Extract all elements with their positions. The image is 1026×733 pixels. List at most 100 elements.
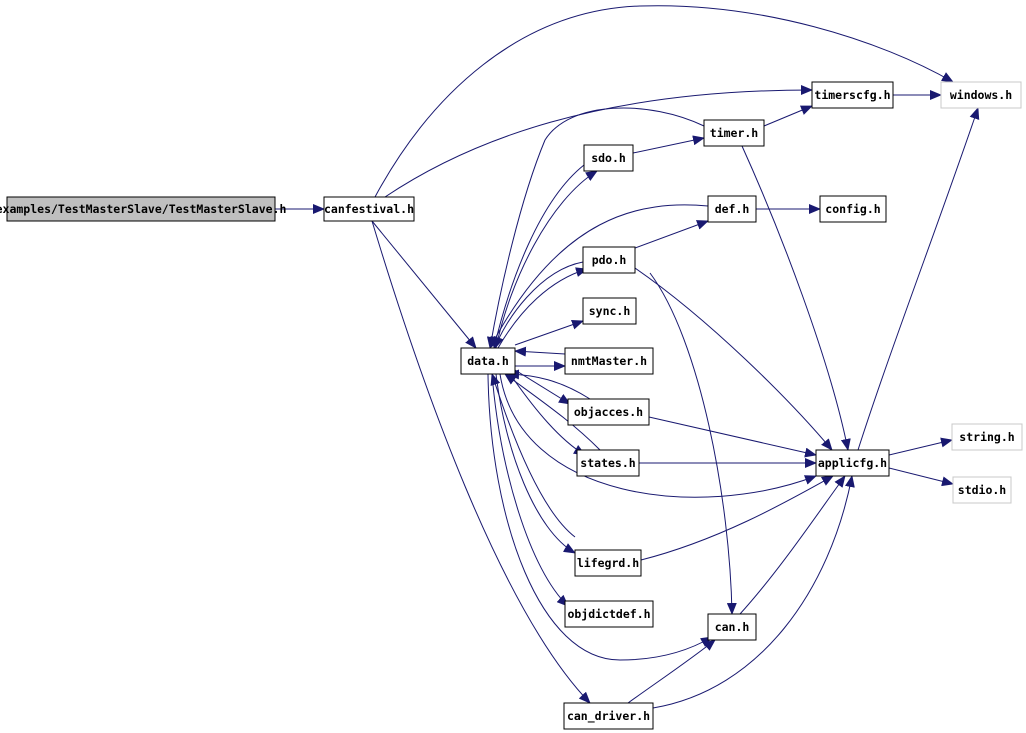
edge-arrow xyxy=(640,475,834,561)
node-box xyxy=(703,119,765,147)
node-box xyxy=(583,144,634,172)
edge-arrow xyxy=(507,369,591,400)
edge-arrow xyxy=(634,220,709,249)
node-label: timer.h xyxy=(710,126,759,140)
node-sync[interactable]: sync.h xyxy=(582,297,637,325)
node-label: sdo.h xyxy=(591,151,626,165)
node-box xyxy=(460,347,516,375)
edge-arrow xyxy=(384,85,813,198)
node-objdictdef[interactable]: objdictdef.h xyxy=(564,600,654,628)
node-label: stdio.h xyxy=(958,483,1007,497)
edge-arrow xyxy=(514,319,584,346)
node-label: can.h xyxy=(715,620,750,634)
node-label: sync.h xyxy=(589,304,631,318)
edge-arrow xyxy=(374,5,954,198)
edge-arrow xyxy=(504,373,601,451)
node-box xyxy=(567,398,650,426)
edge-data-to-can xyxy=(487,373,713,661)
edge-arrow xyxy=(648,416,817,458)
edge-can-to-applicfg xyxy=(739,475,846,615)
edge-data-to-pdo xyxy=(497,267,588,349)
edge-def-to-data xyxy=(489,204,709,349)
node-label: nmtMaster.h xyxy=(571,354,647,368)
edge-lifegrd-to-applicfg xyxy=(640,475,834,561)
node-timerscfg[interactable]: timerscfg.h xyxy=(811,81,894,109)
node-def[interactable]: def.h xyxy=(707,195,757,223)
node-box xyxy=(707,195,757,223)
node-objacces[interactable]: objacces.h xyxy=(567,398,650,426)
edge-arrow xyxy=(627,639,716,704)
edge-arrow xyxy=(888,437,953,456)
node-root: examples/TestMasterSlave/TestMasterSlave… xyxy=(0,196,286,222)
node-box xyxy=(563,702,654,730)
edge-data-to-sdo xyxy=(495,170,598,349)
node-box xyxy=(576,449,640,477)
edge-arrow xyxy=(888,467,954,487)
node-applicfg[interactable]: applicfg.h xyxy=(815,449,890,477)
edge-timer-to-data xyxy=(486,107,705,349)
node-label: config.h xyxy=(825,202,880,216)
node-can[interactable]: can.h xyxy=(707,613,757,641)
edge-nmtMaster-to-data xyxy=(514,346,566,357)
edge-canfestival-to-windows xyxy=(374,5,954,198)
node-data[interactable]: data.h xyxy=(460,347,516,375)
node-pdo[interactable]: pdo.h xyxy=(582,246,636,274)
node-lifegrd[interactable]: lifegrd.h xyxy=(574,549,642,577)
edge-arrow xyxy=(495,170,598,349)
edge-pdo-to-def xyxy=(634,220,709,249)
edge-arrow xyxy=(499,373,817,498)
node-string[interactable]: string.h xyxy=(951,423,1023,451)
edge-arrow xyxy=(371,220,591,704)
node-label: timerscfg.h xyxy=(814,88,890,102)
edge-can_driver-to-applicfg xyxy=(652,475,855,709)
edge-timer-to-applicfg xyxy=(741,145,851,451)
node-sdo[interactable]: sdo.h xyxy=(583,144,634,172)
edge-arrow xyxy=(857,107,980,451)
edge-arrow xyxy=(371,220,477,349)
node-canfestival[interactable]: canfestival.h xyxy=(323,196,415,222)
edge-timer-to-timerscfg xyxy=(763,105,813,127)
edge-arrow xyxy=(493,261,584,349)
node-label: examples/TestMasterSlave/TestMasterSlave… xyxy=(0,202,286,216)
node-box xyxy=(811,81,894,109)
edge-arrow xyxy=(495,373,576,554)
edge-sdo-to-data xyxy=(491,164,585,349)
edge-arrow xyxy=(632,135,705,154)
edge-pdo-to-can xyxy=(649,272,737,615)
node-box xyxy=(952,476,1012,504)
node-stdio[interactable]: stdio.h xyxy=(952,476,1012,504)
node-label: applicfg.h xyxy=(818,456,887,470)
edge-arrow xyxy=(741,145,851,451)
edge-pdo-to-applicfg xyxy=(634,267,833,451)
node-box xyxy=(940,81,1022,109)
node-label: pdo.h xyxy=(592,253,627,267)
node-box xyxy=(323,196,415,222)
node-states[interactable]: states.h xyxy=(576,449,640,477)
edge-arrow xyxy=(486,107,705,349)
edge-canfestival-to-can_driver xyxy=(371,220,591,704)
node-box xyxy=(564,347,654,375)
edge-states-to-data xyxy=(504,373,601,451)
node-label: def.h xyxy=(715,202,750,216)
node-timer[interactable]: timer.h xyxy=(703,119,765,147)
edge-objacces-to-data xyxy=(507,369,591,400)
edge-pdo-to-data xyxy=(493,261,584,349)
node-label: objacces.h xyxy=(574,405,643,419)
node-can-driver[interactable]: can_driver.h xyxy=(563,702,654,730)
edge-data-to-objdictdef xyxy=(491,373,569,607)
node-windows[interactable]: windows.h xyxy=(940,81,1022,109)
edge-canfestival-to-data xyxy=(371,220,477,349)
node-box xyxy=(815,449,890,477)
edge-objacces-to-applicfg xyxy=(648,416,817,458)
edge-can_driver-to-can xyxy=(627,639,716,704)
node-box xyxy=(574,549,642,577)
node-nmtMaster[interactable]: nmtMaster.h xyxy=(564,347,654,375)
edge-sdo-to-timer xyxy=(632,135,705,154)
node-box xyxy=(707,613,757,641)
node-config[interactable]: config.h xyxy=(819,195,887,223)
node-label: windows.h xyxy=(950,88,1012,102)
node-box xyxy=(6,196,276,222)
edge-canfestival-to-timerscfg xyxy=(384,85,813,198)
